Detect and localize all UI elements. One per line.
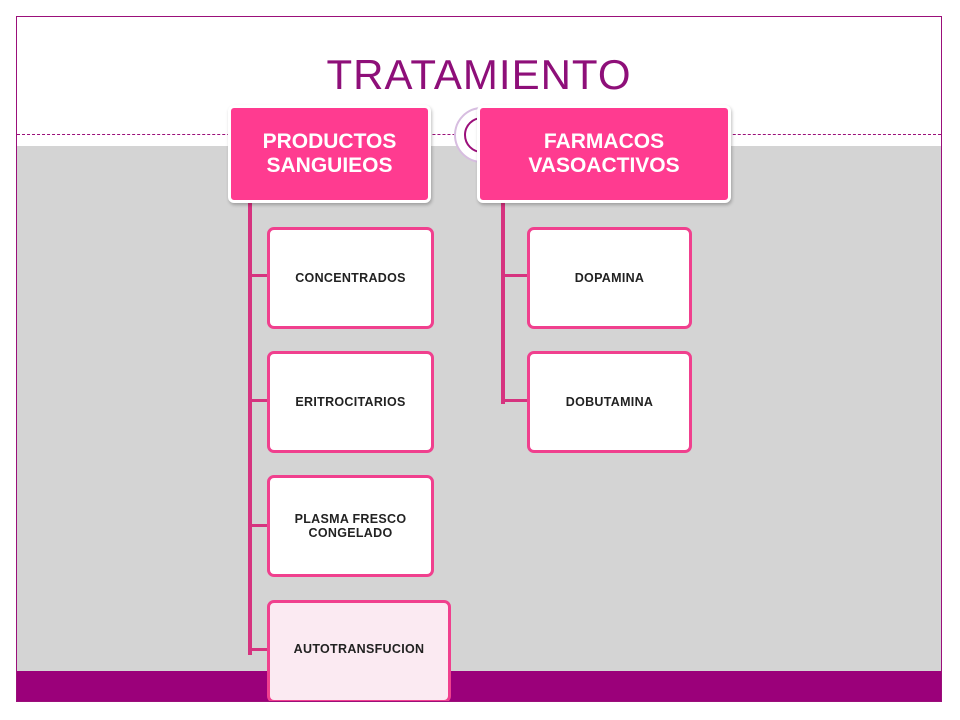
- item-plasma-fresco-congelado: PLASMA FRESCO CONGELADO: [267, 475, 434, 577]
- slide-title: TRATAMIENTO: [326, 51, 632, 98]
- branch-line-2-2: [501, 399, 529, 402]
- item-concentrados: CONCENTRADOS: [267, 227, 434, 329]
- item-autotransfucion: AUTOTRANSFUCION: [267, 600, 451, 701]
- item-dobutamina: DOBUTAMINA: [527, 351, 692, 453]
- slide: TRATAMIENTO PRODUCTOS SANGUIEOS FARMACOS…: [16, 16, 942, 702]
- item-eritrocitarios: ERITROCITARIOS: [267, 351, 434, 453]
- branch-line-1-3: [248, 524, 272, 527]
- branch-line-1-4: [248, 648, 272, 651]
- content-area: [17, 146, 941, 671]
- item-dopamina: DOPAMINA: [527, 227, 692, 329]
- branch-line-2-1: [501, 274, 529, 277]
- branch-line-1-1: [248, 274, 272, 277]
- bottom-accent-bar: [17, 671, 941, 701]
- trunk-line-1: [248, 200, 252, 655]
- heading-productos-sanguineos: PRODUCTOS SANGUIEOS: [228, 105, 431, 203]
- trunk-line-2: [501, 200, 505, 404]
- branch-line-1-2: [248, 399, 272, 402]
- heading-farmacos-vasoactivos: FARMACOS VASOACTIVOS: [477, 105, 731, 203]
